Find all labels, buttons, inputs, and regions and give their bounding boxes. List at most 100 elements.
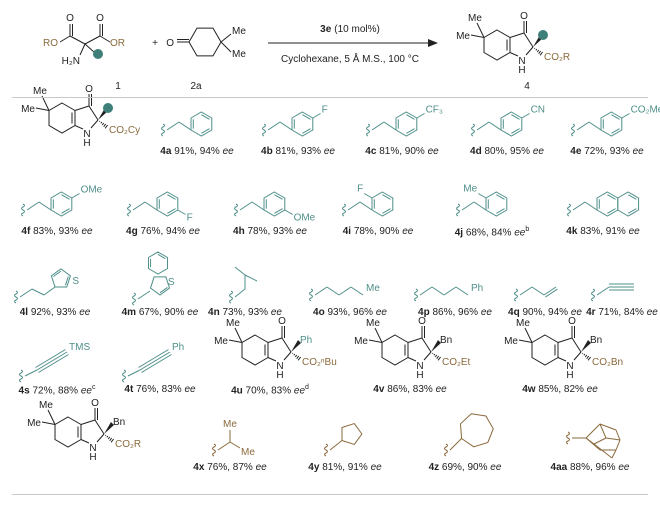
bond [621, 113, 630, 119]
bond [611, 114, 620, 120]
compound-caption-4n: 4n 73%, 93% ee [180, 307, 310, 318]
ee-label: ee [402, 226, 414, 237]
compound-caption-4k: 4k 83%, 91% ee [538, 226, 660, 237]
compound-caption-4u: 4u 70%, 83% eed [205, 384, 335, 396]
attachment-squiggle-icon [342, 203, 346, 217]
ee-label: ee [184, 384, 196, 395]
ee-label: ee [490, 462, 502, 473]
atom-label: N [83, 129, 90, 140]
atom-label: N [566, 361, 573, 372]
footnote-mark: b [525, 226, 530, 233]
bond [509, 32, 525, 38]
ee-label: ee [270, 307, 282, 318]
attachment-squiggle-icon [309, 288, 313, 302]
atom-label: Ph [471, 283, 483, 294]
attachment-squiggle-icon [14, 290, 18, 304]
bond [302, 128, 311, 134]
bond [234, 327, 243, 343]
compound-caption-4w: 4w 85%, 82% ee [495, 384, 625, 395]
bond [105, 434, 107, 436]
ee-label: ee [79, 307, 91, 318]
bond [314, 286, 328, 296]
atom-label: Bn [440, 335, 452, 346]
bond [61, 194, 70, 200]
atom-label: CO₂Me [631, 105, 660, 116]
bond [96, 433, 105, 443]
attachment-squiggle-icon [566, 431, 570, 445]
compound-caption-4o: 4o 93%, 96% ee [285, 307, 415, 318]
yield-ee: 68%, 84% [465, 227, 512, 239]
wedge-bond [291, 340, 301, 352]
bond [43, 286, 56, 296]
bond [539, 51, 543, 56]
bond [524, 327, 533, 343]
atom-label: Ph [300, 335, 312, 346]
yield-ee: 72%, 93% [584, 146, 630, 157]
bond [607, 208, 616, 214]
wedge-bond [431, 340, 441, 352]
bond [521, 113, 530, 119]
ring [156, 191, 179, 217]
ee-label: ee [188, 226, 200, 237]
bond [101, 122, 105, 126]
ring [500, 111, 523, 137]
atom-label: N [89, 443, 96, 454]
bond [94, 419, 105, 435]
compound-caption-4c: 4c 81%, 90% ee [337, 146, 467, 157]
bond [79, 43, 86, 56]
catalyst-id: 3e [320, 24, 332, 35]
atom-label: N [518, 56, 525, 67]
attachment-squiggle-icon [514, 288, 518, 302]
ee-label: ee [370, 462, 382, 473]
compound-caption-4e: 4e 72%, 93% ee [542, 146, 660, 157]
bond [599, 423, 617, 431]
bond [220, 33, 232, 43]
yield-ee: 78%, 90% [353, 226, 400, 237]
ee-label: ee [514, 227, 526, 239]
yield-ee: 88%, 96% [569, 462, 616, 473]
bond [99, 35, 111, 43]
bond [449, 438, 462, 451]
bond [90, 119, 99, 129]
bond [477, 193, 487, 199]
ee-label: ee [375, 307, 387, 318]
atom-label: H [276, 370, 283, 381]
ee-label: ee [80, 385, 92, 397]
atom-label: O [278, 316, 286, 327]
atom-label: H [83, 138, 90, 149]
ee-label: ee [480, 307, 492, 318]
bond [587, 356, 591, 361]
atom-label: Me [463, 184, 477, 195]
atom-label: Me [33, 86, 47, 97]
attachment-squiggle-icon [591, 288, 595, 302]
bond [35, 349, 66, 368]
ee-label: ee [427, 146, 439, 157]
bond [24, 369, 38, 377]
attachment-squiggle-icon [571, 123, 575, 137]
bond [144, 201, 158, 211]
ee-label: ee [586, 384, 598, 395]
bond [611, 128, 620, 134]
bond [615, 439, 621, 451]
yield-ee: 85%, 82% [538, 384, 584, 395]
bond [141, 354, 172, 373]
atom-label: Me [354, 336, 368, 347]
bond [326, 286, 340, 296]
compound-id: 4i [342, 226, 352, 237]
compound-id: 4f [21, 226, 31, 237]
atom-label: N [276, 361, 283, 372]
bond [167, 208, 176, 214]
bond [431, 286, 445, 296]
bond [523, 32, 534, 48]
bond [110, 438, 114, 443]
atom-label: Me [468, 13, 482, 24]
bond [583, 353, 586, 356]
bond [421, 337, 432, 353]
bond [103, 123, 107, 127]
atom-label: Ph [172, 342, 184, 353]
ring [381, 334, 409, 366]
bond [19, 288, 33, 298]
bond [312, 113, 321, 119]
attachment-squiggle-icon [21, 203, 25, 217]
yield-ee: 76%, 87% [207, 462, 253, 473]
